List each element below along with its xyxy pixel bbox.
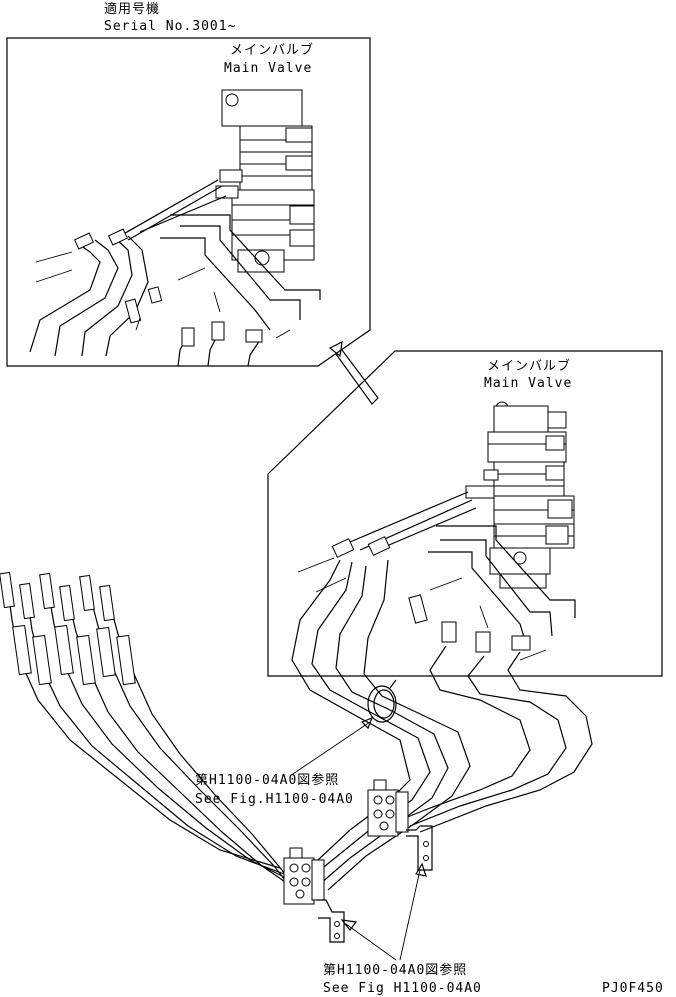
top-main-valve-en: Main Valve — [224, 61, 313, 76]
main-inset-frame — [267, 350, 663, 677]
ref-upper-jp: 第H1100-04A0図参照 — [195, 773, 340, 788]
main-inset-fittings — [297, 536, 547, 661]
lower-bracket — [283, 847, 345, 943]
top-main-valve-jp: メインバルブ — [230, 43, 315, 58]
serial-number-label: Serial No.3001~ — [104, 19, 237, 34]
hose-clamp — [367, 679, 397, 723]
ref-lower-en: See Fig H1100-04A0 — [323, 981, 482, 996]
ref-upper-en: See Fig.H1100-04A0 — [195, 792, 354, 807]
main-valve-en: Main Valve — [484, 376, 573, 391]
applicable-models-label: 適用号機 — [104, 2, 161, 17]
drawing-code: PJ0F450 — [602, 981, 664, 996]
left-hose-ends — [0, 571, 299, 901]
top-inset-frame — [6, 37, 371, 367]
upper-bracket — [367, 779, 433, 871]
hose-bundle — [291, 559, 593, 891]
top-inset-fittings — [35, 228, 291, 347]
top-inset-tubes — [29, 179, 321, 367]
ref-lower-jp: 第H1100-04A0図参照 — [323, 963, 468, 978]
top-valve-block — [215, 89, 315, 273]
main-valve-block — [465, 401, 575, 589]
reference-leaders — [289, 716, 427, 961]
main-valve-jp: メインバルブ — [487, 359, 572, 374]
zoom-arrow — [328, 340, 379, 405]
